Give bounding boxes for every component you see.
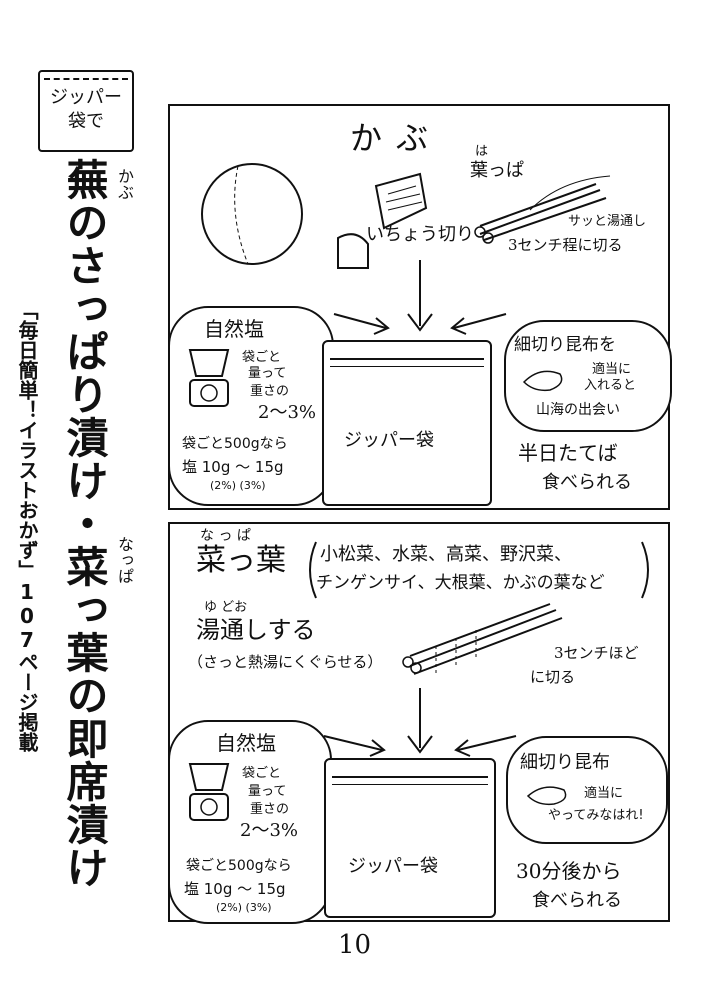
blanch-label: 湯通しする bbox=[196, 616, 316, 644]
salt-note3-2: 重さの bbox=[250, 802, 290, 817]
arrows-down bbox=[333, 260, 507, 335]
hand-icon bbox=[522, 370, 563, 392]
title-furigana-kabu: かぶ bbox=[115, 168, 134, 200]
turnip-illustration bbox=[201, 163, 428, 269]
happa-note2: 3センチ程に切る bbox=[508, 236, 623, 254]
salt-bubble: 自然塩 袋ごと 量って 重さの 2〜3% 袋ごと500gなら 塩 10g 〜 1… bbox=[168, 306, 334, 506]
source-citation: 「毎日簡単！イラストおかず」107ページ掲載 bbox=[15, 300, 39, 752]
nappa-furigana: な っ ぱ bbox=[200, 528, 251, 544]
ready-time: 半日たてば bbox=[518, 441, 618, 465]
salt-note2: 量って bbox=[248, 366, 287, 381]
salt-percent-2: 2〜3% bbox=[240, 820, 299, 841]
kombu-title-2: 細切り昆布 bbox=[520, 752, 610, 773]
salt-title-2: 自然塩 bbox=[216, 731, 276, 755]
scale-icon bbox=[188, 349, 230, 407]
icho-label: いちょう切り bbox=[366, 224, 474, 245]
ready-eat: 食べられる bbox=[542, 472, 632, 493]
salt-note1: 袋ごと bbox=[242, 350, 282, 365]
salt-calc3-2: (2%) (3%) bbox=[216, 901, 272, 914]
hand-icon-2 bbox=[526, 786, 567, 806]
blanch-furigana: ゆ どお bbox=[204, 600, 248, 615]
salt-bubble-2: 自然塩 袋ごと 量って 重さの 2〜3% 袋ごと500gなら 塩 10g 〜 1… bbox=[168, 720, 332, 924]
kombu-note3: 山海の出会い bbox=[536, 402, 620, 418]
salt-note1-2: 袋ごと bbox=[242, 766, 282, 781]
happa-furigana: は bbox=[475, 144, 489, 159]
panel-heading-kabu: かぶ bbox=[350, 119, 443, 157]
greens-line2: チンゲンサイ、大根葉、かぶの葉など bbox=[316, 573, 605, 593]
leaves-illustration bbox=[474, 175, 611, 244]
cut-note2: に切る bbox=[530, 668, 576, 686]
ziploc-bag: ジッパー袋 bbox=[322, 340, 492, 506]
salt-calc2-2: 塩 10g 〜 15g bbox=[184, 880, 286, 898]
panel-kabu: かぶ いちょう切り は 葉っぱ サッと湯通し 3センチ程に切る 自然塩 袋ごと … bbox=[168, 104, 672, 510]
happa-label: 葉っぱ bbox=[470, 160, 524, 181]
salt-percent: 2〜3% bbox=[258, 402, 317, 423]
bag-label-2: ジッパー袋 bbox=[348, 856, 438, 877]
tag-line2: 袋で bbox=[68, 111, 104, 132]
salt-title: 自然塩 bbox=[204, 317, 264, 341]
kombu-note1: 適当に bbox=[592, 362, 632, 377]
ziploc-bag-2: ジッパー袋 bbox=[324, 758, 496, 918]
happa-note1: サッと湯通し bbox=[568, 214, 647, 229]
title-furigana-nappa: なっぱ bbox=[115, 536, 134, 584]
cut-note1: 3センチほど bbox=[554, 644, 639, 662]
kombu-note2-2: やってみなはれ! bbox=[548, 808, 644, 823]
salt-calc1-2: 袋ごと500gなら bbox=[186, 858, 292, 874]
blanch-note: （さっと熱湯にくぐらせる） bbox=[188, 653, 383, 671]
salt-note3: 重さの bbox=[250, 384, 290, 399]
tag-line1: ジッパー bbox=[50, 87, 122, 108]
greens-paren bbox=[309, 541, 649, 599]
kombu-bubble: 細切り昆布を 適当に 入れると 山海の出会い bbox=[504, 320, 672, 432]
ready-time-2: 30分後から bbox=[516, 859, 622, 883]
scale-icon-2 bbox=[188, 763, 230, 821]
greens-illustration bbox=[402, 603, 563, 676]
kombu-note1-2: 適当に bbox=[584, 786, 624, 801]
salt-note2-2: 量って bbox=[248, 784, 287, 799]
page-title: 蕪のさっぱり漬け・菜っ葉の即席漬け bbox=[60, 158, 109, 889]
kombu-title: 細切り昆布を bbox=[514, 335, 616, 355]
panel-heading-nappa: 菜っ葉 bbox=[196, 543, 286, 578]
bag-label: ジッパー袋 bbox=[344, 430, 434, 451]
kombu-note2: 入れると bbox=[584, 378, 637, 393]
panel-nappa: な っ ぱ 菜っ葉 小松菜、水菜、高菜、野沢菜、 チンゲンサイ、大根葉、かぶの葉… bbox=[168, 522, 670, 924]
salt-calc2: 塩 10g 〜 15g bbox=[182, 458, 284, 476]
salt-calc3: (2%) (3%) bbox=[210, 479, 266, 492]
salt-calc1: 袋ごと500gなら bbox=[182, 436, 288, 452]
ziploc-tag: ジッパー 袋で bbox=[38, 70, 134, 152]
ready-eat-2: 食べられる bbox=[532, 890, 622, 911]
arrows-down-2 bbox=[323, 688, 517, 757]
page-number: 10 bbox=[338, 930, 372, 960]
kombu-bubble-2: 細切り昆布 適当に やってみなはれ! bbox=[506, 736, 668, 844]
greens-line1: 小松菜、水菜、高菜、野沢菜、 bbox=[320, 544, 572, 565]
